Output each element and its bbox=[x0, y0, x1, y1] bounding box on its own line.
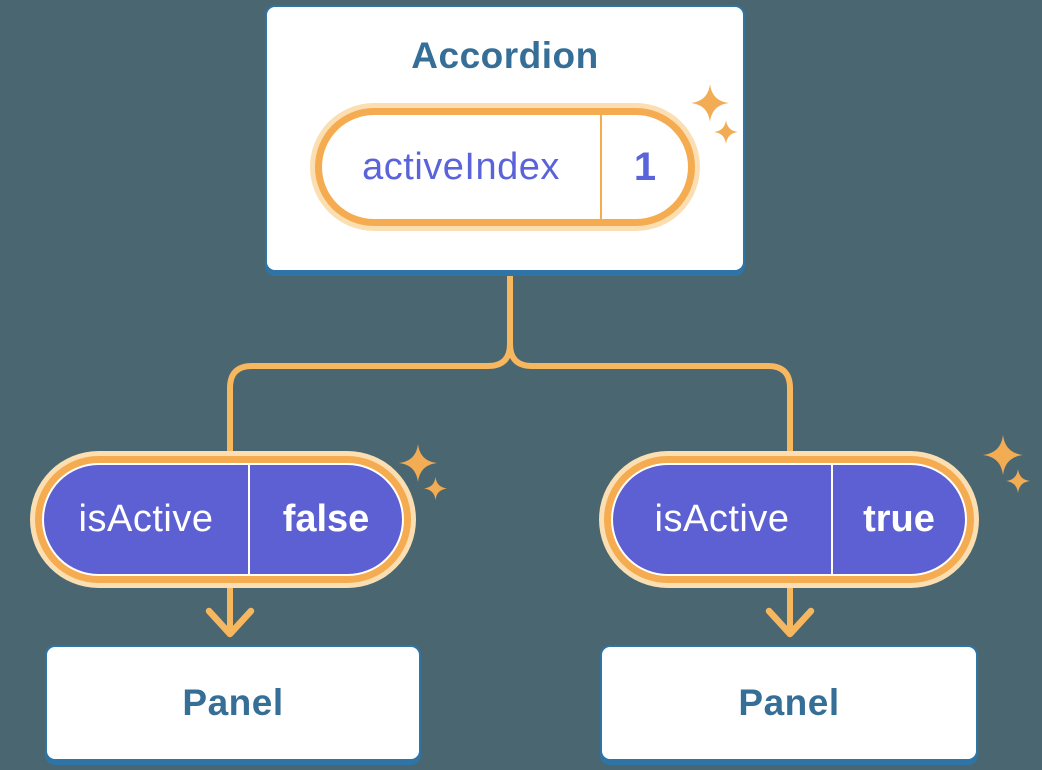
sparkle-icon bbox=[691, 84, 729, 122]
sparkle-icon bbox=[399, 444, 437, 482]
panel-component-card-right: Panel bbox=[600, 645, 978, 761]
prop-pill-label: isActive bbox=[78, 498, 214, 540]
state-pill: activeIndex 1 bbox=[310, 103, 700, 231]
branch-left-line bbox=[227, 273, 513, 459]
panel-component-card-left: Panel bbox=[45, 645, 421, 761]
sparkle-icon bbox=[983, 435, 1023, 475]
prop-pill-ring: isActive false bbox=[35, 456, 411, 583]
prop-pill-label: isActive bbox=[654, 498, 790, 540]
sparkle-icon-small bbox=[714, 120, 738, 144]
prop-pill-divider bbox=[831, 465, 833, 574]
prop-pill-value: false bbox=[282, 498, 370, 540]
prop-pill-value: true bbox=[863, 498, 935, 540]
prop-pill-ring: isActive true bbox=[604, 456, 974, 583]
sparkle-icon-small bbox=[424, 477, 447, 500]
state-pill-value: 1 bbox=[633, 144, 657, 189]
prop-pill-isactive-false: isActive false bbox=[30, 451, 416, 588]
arrow-right-head bbox=[765, 607, 815, 638]
prop-pill-isactive-true: isActive true bbox=[599, 451, 979, 588]
state-pill-divider bbox=[600, 115, 602, 219]
panel-title: Panel bbox=[182, 682, 284, 723]
accordion-title: Accordion bbox=[411, 35, 599, 76]
state-pill-ring: activeIndex 1 bbox=[315, 108, 695, 226]
panel-title: Panel bbox=[738, 682, 840, 723]
state-pill-label: activeIndex bbox=[362, 145, 560, 188]
branch-right-line bbox=[507, 273, 793, 459]
accordion-component-card: Accordion activeIndex 1 bbox=[265, 5, 745, 272]
prop-pill-divider bbox=[248, 465, 250, 574]
sparkle-icon-small bbox=[1006, 469, 1030, 493]
arrow-left-head bbox=[205, 607, 255, 638]
